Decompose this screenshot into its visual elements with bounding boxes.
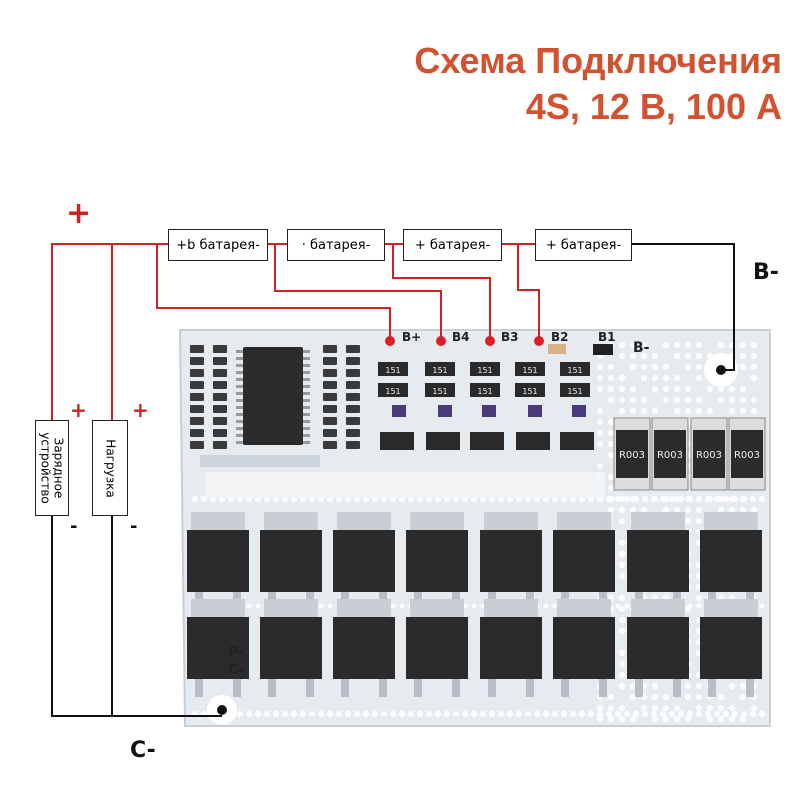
svg-text:151: 151 [432,366,447,375]
load-minus: - [130,516,138,537]
small-resistor: 151 [378,383,408,397]
small-resistor: 151 [470,383,500,397]
pad-label-b4: B4 [452,330,470,344]
small-resistor: 151 [470,362,500,376]
mosfet [627,599,689,697]
battery-cell-1: +b батарея- [168,229,268,261]
small-resistor: 151 [560,383,590,397]
shunt-resistors: R003 R003 R003 R003 [613,417,766,491]
load-plus: + [132,398,149,422]
positive-terminal-label: + [66,196,92,231]
shunt-resistor: R003 [651,417,689,491]
svg-text:151: 151 [477,387,492,396]
svg-text:R003: R003 [657,450,683,461]
mosfet [260,599,322,697]
battery-cell-2: · батарея- [287,229,385,261]
charger-plus: + [70,398,87,422]
small-resistor: 151 [515,383,545,397]
charger-minus: - [70,516,78,537]
pcb-p-minus-label: P- [228,645,244,661]
small-resistor: 151 [560,362,590,376]
diagram-subtitle: 4S, 12 В, 100 А [525,86,782,127]
c-minus-label: C- [130,738,156,763]
pcb-b-minus-label: B- [633,340,650,356]
mosfet [480,599,542,697]
mosfet [406,599,468,697]
load-label: Нагрузка [103,438,118,498]
pad-label-b2: B2 [551,330,569,344]
charger-box: Зарядное устройство [35,420,69,516]
svg-text:R003: R003 [734,450,760,461]
shunt-resistor: R003 [728,417,766,491]
svg-text:151: 151 [477,366,492,375]
svg-text:151: 151 [522,387,537,396]
shunt-resistor: R003 [613,417,651,491]
svg-text:151: 151 [432,387,447,396]
load-box: Нагрузка [92,420,128,516]
red-wiring [51,243,540,420]
small-resistor: 151 [515,362,545,376]
pad-label-b3: B3 [501,330,519,344]
svg-text:151: 151 [567,387,582,396]
mosfet [700,599,762,697]
mosfet [700,512,762,610]
small-resistors: 151 151 151 151 151 151 151 151 151 151 [378,362,594,450]
svg-text:151: 151 [522,366,537,375]
charger-label: Зарядное устройство [39,432,66,504]
battery-cell-3: + батарея- [403,229,502,261]
mosfet [333,599,395,697]
pcb-c-minus-label: C- [228,662,245,678]
b-minus-label: B- [753,260,779,285]
controller-chip [243,347,303,445]
shunt-resistor: R003 [690,417,728,491]
mosfet [553,599,615,697]
mosfet [187,599,249,697]
svg-text:151: 151 [385,366,400,375]
diagram-title: Схема Подключения [414,40,782,81]
small-resistor: 151 [425,362,455,376]
black-wiring [51,243,735,717]
pad-label-b1: B1 [598,330,616,344]
small-resistor: 151 [378,362,408,376]
svg-text:151: 151 [567,366,582,375]
svg-text:R003: R003 [619,450,645,461]
small-resistor: 151 [425,383,455,397]
battery-cell-4: + батарея- [535,229,632,261]
svg-text:R003: R003 [696,450,722,461]
svg-text:151: 151 [385,387,400,396]
mosfet-array [187,512,762,697]
mosfet [187,512,249,610]
pad-label-b-plus: B+ [402,330,422,344]
